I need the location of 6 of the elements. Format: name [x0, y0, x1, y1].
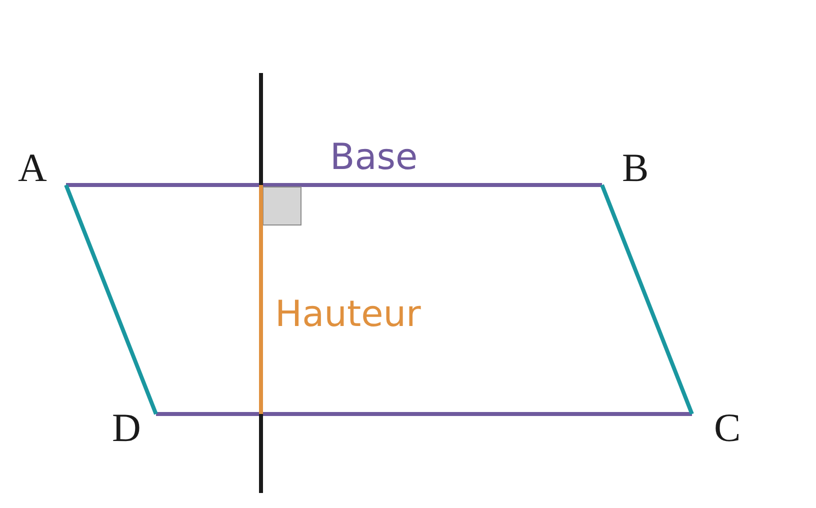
vertex-label: C: [714, 408, 741, 448]
vertex-label: A: [18, 148, 47, 188]
height-label: Hauteur: [275, 297, 421, 333]
side-label: Base: [330, 140, 418, 176]
vertex-label: B: [622, 148, 649, 188]
vertex-label: D: [112, 408, 141, 448]
